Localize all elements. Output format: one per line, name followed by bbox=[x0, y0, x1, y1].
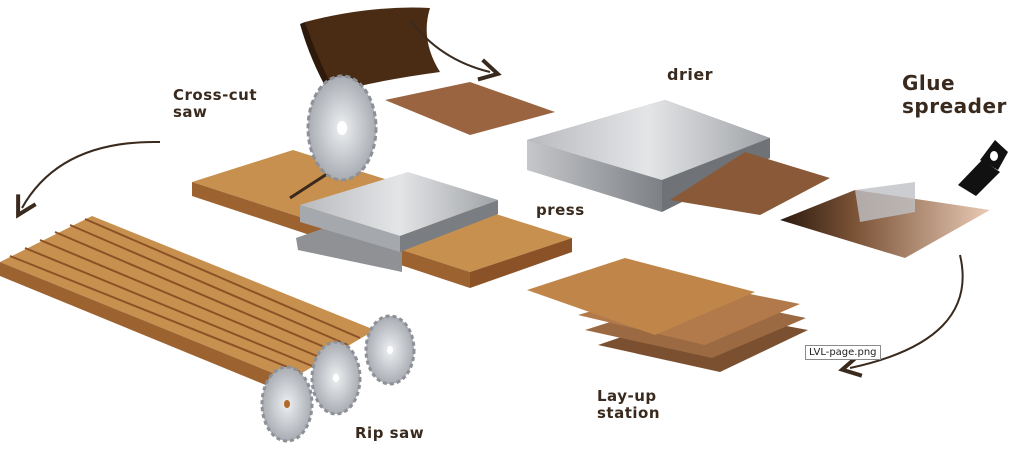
label-glue-line2: spreader bbox=[902, 94, 1007, 118]
dried-veneer bbox=[670, 152, 830, 215]
press-block bbox=[296, 172, 498, 272]
label-layup-station: Lay-up station bbox=[597, 387, 661, 423]
label-glue-spreader: Glue spreader bbox=[902, 72, 1007, 118]
label-layup-line1: Lay-up bbox=[597, 387, 657, 405]
label-glue-line1: Glue bbox=[902, 71, 956, 95]
label-press: press bbox=[536, 201, 585, 219]
label-crosscut-line1: Cross-cut bbox=[173, 86, 258, 104]
rip-saw-blades bbox=[260, 314, 416, 443]
arrow-to-ripsaw bbox=[22, 140, 161, 208]
filename-tooltip: LVL-page.png bbox=[805, 345, 881, 360]
glue-sheet bbox=[780, 182, 990, 258]
label-crosscut-saw: Cross-cut saw bbox=[173, 86, 258, 122]
rip-strips bbox=[0, 216, 375, 395]
veneer-roll bbox=[300, 7, 440, 95]
label-layup-line2: station bbox=[597, 404, 661, 423]
glue-bottle-icon bbox=[958, 140, 1008, 196]
layup-stack bbox=[527, 258, 808, 372]
label-drier: drier bbox=[667, 65, 714, 84]
label-crosscut-line2: saw bbox=[173, 103, 208, 122]
arrow-glue-to-layup bbox=[850, 254, 964, 368]
label-rip-saw: Rip saw bbox=[355, 424, 425, 442]
veneer-sheet bbox=[385, 82, 555, 135]
arrow-roll-to-veneer bbox=[409, 19, 490, 72]
crosscut-saw-blade bbox=[289, 74, 378, 200]
